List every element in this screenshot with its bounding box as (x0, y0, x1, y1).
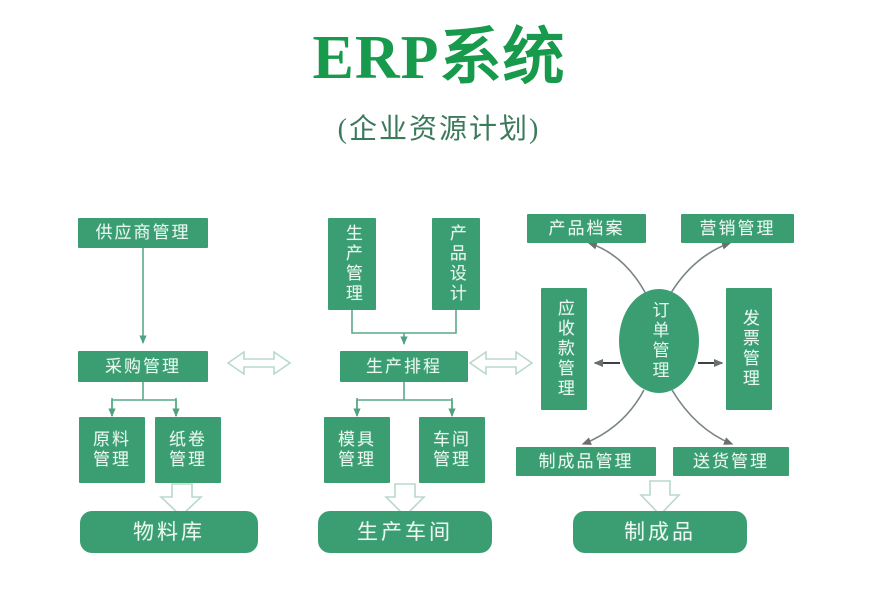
box-marketing-management[interactable]: 营销管理 (681, 214, 794, 243)
box-product-design[interactable]: 产品设计 (432, 218, 480, 310)
box-finished-goods-management[interactable]: 制成品管理 (516, 447, 656, 476)
box-production-management[interactable]: 生产管理 (328, 218, 376, 310)
page-title: ERP系统 (312, 24, 566, 92)
box-raw-material-management-label: 原料管理 (92, 429, 131, 469)
box-invoice-management[interactable]: 发票管理 (726, 288, 772, 410)
box-purchase-management[interactable]: 采购管理 (78, 351, 208, 382)
box-paper-roll-management[interactable]: 纸卷管理 (155, 417, 221, 483)
link-order-to-product-file (587, 241, 649, 299)
double-arrow-purchase-schedule (226, 350, 292, 376)
box-production-workshop[interactable]: 生产车间 (318, 511, 492, 553)
link-order-to-finished-mgmt (581, 389, 645, 445)
block-arrow-to-finished-goods (639, 480, 681, 517)
link-order-to-delivery (671, 389, 734, 445)
box-workshop-management-label: 车间管理 (432, 429, 471, 469)
link-purchase-split (111, 382, 177, 416)
box-production-schedule[interactable]: 生产排程 (340, 351, 468, 382)
box-supplier-management[interactable]: 供应商管理 (78, 218, 208, 248)
box-paper-roll-management-label: 纸卷管理 (168, 429, 207, 469)
box-mould-management[interactable]: 模具管理 (324, 417, 390, 483)
box-finished-goods[interactable]: 制成品 (573, 511, 747, 553)
double-arrow-schedule-orders (468, 350, 534, 376)
box-delivery-management[interactable]: 送货管理 (673, 447, 789, 476)
box-order-management[interactable]: 订单管理 (619, 289, 699, 393)
box-raw-material-management[interactable]: 原料管理 (79, 417, 145, 483)
link-order-to-marketing (667, 241, 732, 299)
box-material-store[interactable]: 物料库 (80, 511, 258, 553)
box-receivable-management[interactable]: 应收款管理 (541, 288, 587, 410)
box-workshop-management[interactable]: 车间管理 (419, 417, 485, 483)
box-mould-management-label: 模具管理 (337, 429, 376, 469)
box-product-file[interactable]: 产品档案 (527, 214, 646, 243)
link-schedule-split (356, 382, 453, 414)
link-production-inputs-merge (351, 310, 457, 334)
page-subtitle: (企业资源计划) (337, 114, 541, 145)
